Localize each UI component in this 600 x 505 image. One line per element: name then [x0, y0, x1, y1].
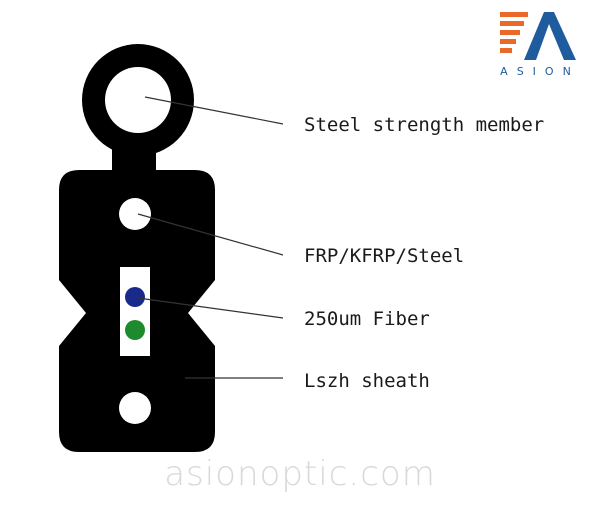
frp-member-top	[119, 198, 151, 230]
label-fiber: 250um Fiber	[304, 308, 430, 330]
label-sheath: Lszh sheath	[304, 370, 430, 392]
frp-member-bottom	[119, 392, 151, 424]
leader-line-fiber	[137, 297, 284, 319]
fiber-green	[125, 320, 145, 340]
steel-strength-member	[105, 67, 171, 133]
leader-line-frp	[137, 213, 284, 256]
label-steel-strength-member: Steel strength member	[304, 114, 545, 136]
label-frp: FRP/KFRP/Steel	[304, 245, 465, 267]
leader-line-steel	[144, 96, 284, 125]
watermark: asionoptic.com	[164, 454, 436, 494]
logo-text: ASION	[500, 65, 580, 78]
fiber-blue	[125, 287, 145, 307]
fiber-window	[120, 267, 150, 356]
asion-logo-icon	[500, 12, 576, 60]
